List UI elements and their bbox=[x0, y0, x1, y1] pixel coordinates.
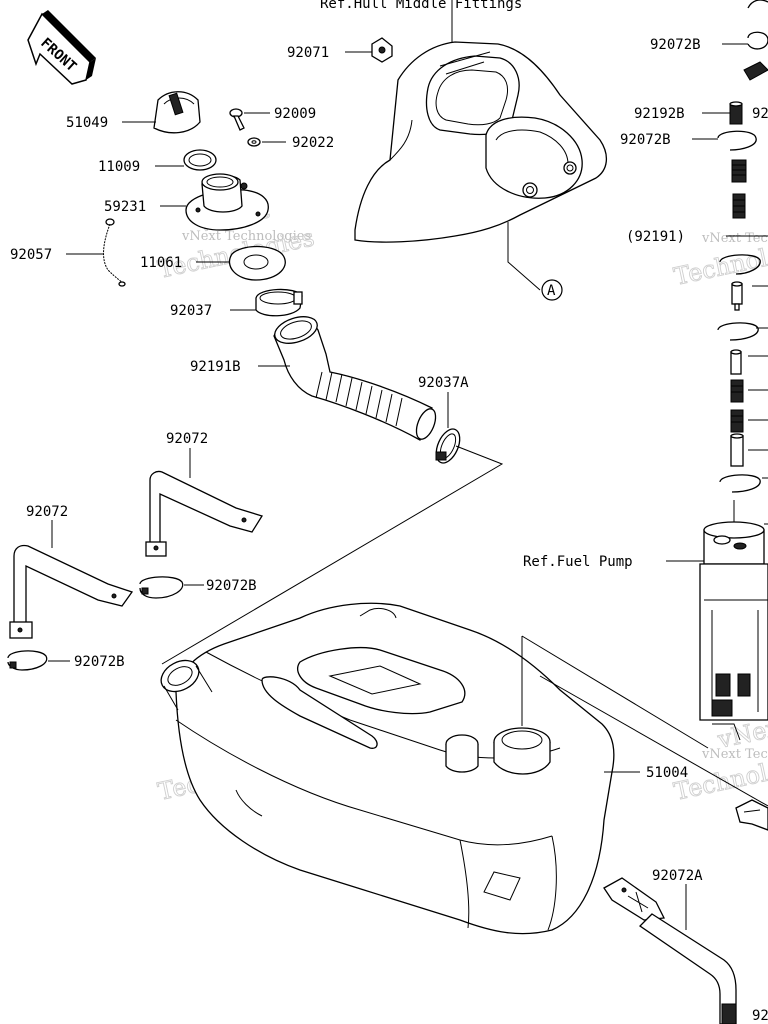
fitting-92071 bbox=[371, 37, 393, 63]
ref-hull-middle-fittings: Ref.Hull Middle Fittings bbox=[320, 0, 522, 12]
hose-92192B bbox=[729, 61, 768, 125]
part-label-92192B: 92192B bbox=[634, 106, 685, 122]
strap-92072A bbox=[603, 877, 737, 1024]
marker-a: A bbox=[541, 279, 563, 301]
part-label-92071: 92071 bbox=[287, 45, 329, 61]
screw-92009 bbox=[229, 108, 245, 131]
part-label-92191-paren: (92191) bbox=[626, 229, 685, 245]
part-label-92037: 92037 bbox=[170, 303, 212, 319]
part-label-59231: 59231 bbox=[104, 199, 146, 215]
part-label-92072-left: 92072 bbox=[26, 504, 68, 520]
part-label-92072B-left: 92072B bbox=[74, 654, 125, 670]
watermark-small-text: vNext Technologies bbox=[181, 229, 311, 244]
filler-neck-59231 bbox=[185, 173, 269, 231]
part-label-92072B-right: 92072B bbox=[620, 132, 671, 148]
marker-a-label: A bbox=[547, 283, 556, 299]
fuel-hose-column bbox=[717, 159, 761, 493]
cap-51049 bbox=[153, 91, 201, 134]
part-label-92-cut-bottom: 92 bbox=[752, 1008, 768, 1024]
clamp-92037 bbox=[255, 288, 303, 317]
strap-92072-left bbox=[9, 544, 134, 639]
cord-92057 bbox=[103, 218, 126, 287]
part-label-51049: 51049 bbox=[66, 115, 108, 131]
front-arrow-icon: FRONT bbox=[27, 10, 96, 85]
part-label-92057: 92057 bbox=[10, 247, 52, 263]
band-clamp-92072B-top bbox=[747, 31, 768, 50]
part-label-11061: 11061 bbox=[140, 255, 182, 271]
watermark-small-text: vNext Technologies bbox=[701, 747, 768, 762]
part-label-92072-upper: 92072 bbox=[166, 431, 208, 447]
ref-fuel-pump: Ref.Fuel Pump bbox=[523, 554, 633, 570]
washer-92022 bbox=[247, 137, 261, 147]
part-label-51004: 51004 bbox=[646, 765, 688, 781]
strap-92072-upper bbox=[145, 470, 263, 557]
band-clamp-92072B-right bbox=[717, 130, 757, 151]
watermark-small-text: vNext Technologies bbox=[701, 231, 768, 246]
part-label-11009: 11009 bbox=[98, 159, 140, 175]
ring-11009 bbox=[183, 149, 217, 171]
clamp-92037A bbox=[435, 428, 461, 464]
bracket-lower-right bbox=[735, 799, 768, 831]
part-label-92037A: 92037A bbox=[418, 375, 469, 391]
hose-92191B bbox=[273, 316, 437, 441]
part-label-92072A: 92072A bbox=[652, 868, 703, 884]
fuel-tank-51004 bbox=[160, 602, 615, 935]
part-label-92022: 92022 bbox=[292, 135, 334, 151]
fuel-pump-assembly bbox=[699, 500, 768, 741]
part-label-92072B-mid: 92072B bbox=[206, 578, 257, 594]
hull-middle-fitting bbox=[354, 0, 607, 243]
gasket-11061 bbox=[228, 245, 286, 281]
part-label-92072B-top: 92072B bbox=[650, 37, 701, 53]
part-label-92-cut-top: 92 bbox=[752, 106, 768, 122]
band-clamp-92072B-left bbox=[7, 650, 48, 671]
part-label-92191B: 92191B bbox=[190, 359, 241, 375]
part-label-92009: 92009 bbox=[274, 106, 316, 122]
band-clamp-92072B-mid bbox=[139, 576, 184, 599]
